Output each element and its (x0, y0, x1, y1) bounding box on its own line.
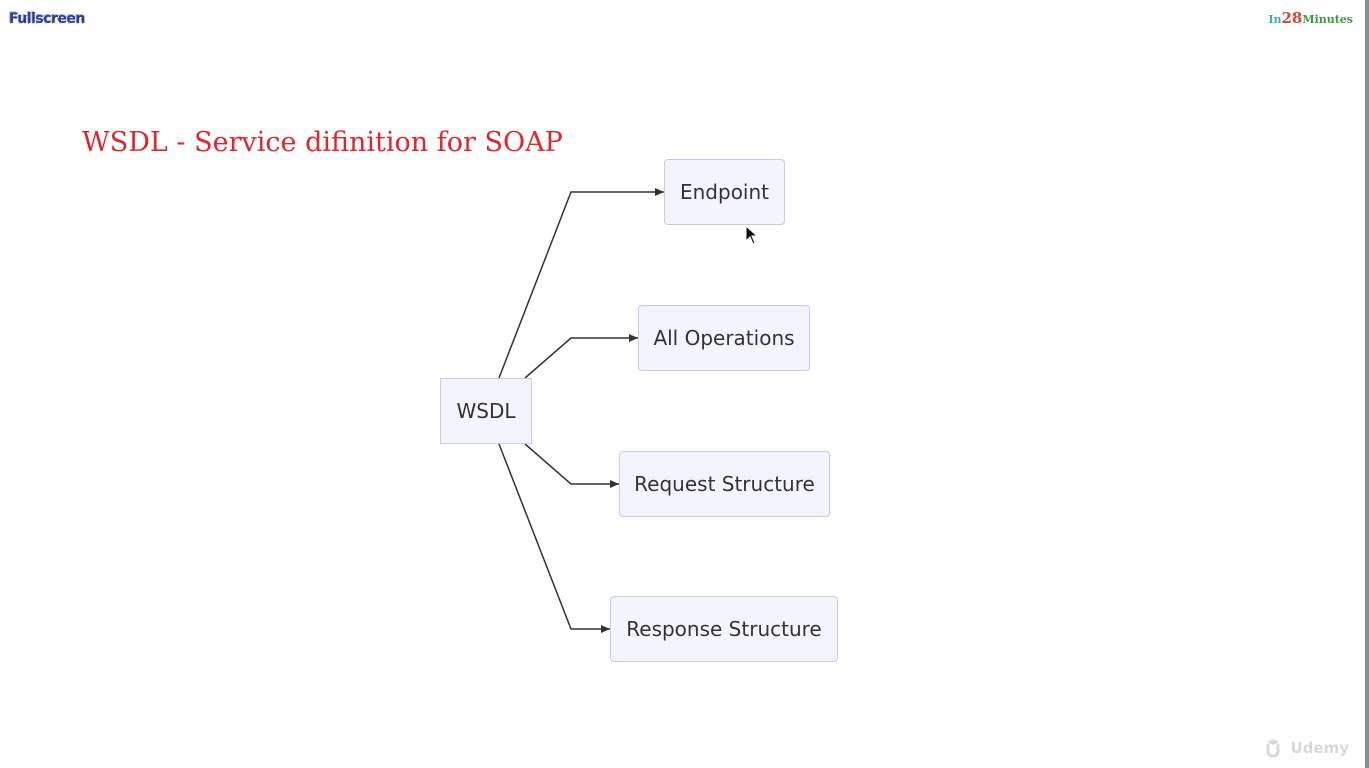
node-wsdl: WSDL (440, 378, 532, 444)
edge-to-request-structure (524, 443, 619, 488)
node-request-structure: Request Structure (619, 451, 830, 517)
node-response-structure: Response Structure (610, 596, 838, 662)
brand-logo-part1: In (1268, 13, 1282, 26)
window-edge (1365, 0, 1369, 768)
udemy-logo-icon (1266, 739, 1279, 758)
brand-logo-part2: 28 (1281, 9, 1303, 27)
udemy-watermark-label: Udemy (1290, 739, 1350, 757)
edge-to-all-operations (524, 334, 638, 379)
brand-logo: In28Minutes (1268, 9, 1353, 27)
edge-to-response-structure (498, 443, 610, 633)
brand-logo-part3: Minutes (1302, 13, 1353, 26)
udemy-watermark: Udemy (1265, 738, 1350, 758)
node-endpoint: Endpoint (664, 159, 785, 225)
node-all-operations: All Operations (638, 305, 810, 371)
slide-title: WSDL - Service difinition for SOAP (82, 127, 563, 158)
edge-to-endpoint (498, 188, 664, 379)
mouse-cursor-icon (745, 225, 759, 245)
fullscreen-button[interactable]: Fullscreen (9, 11, 85, 27)
